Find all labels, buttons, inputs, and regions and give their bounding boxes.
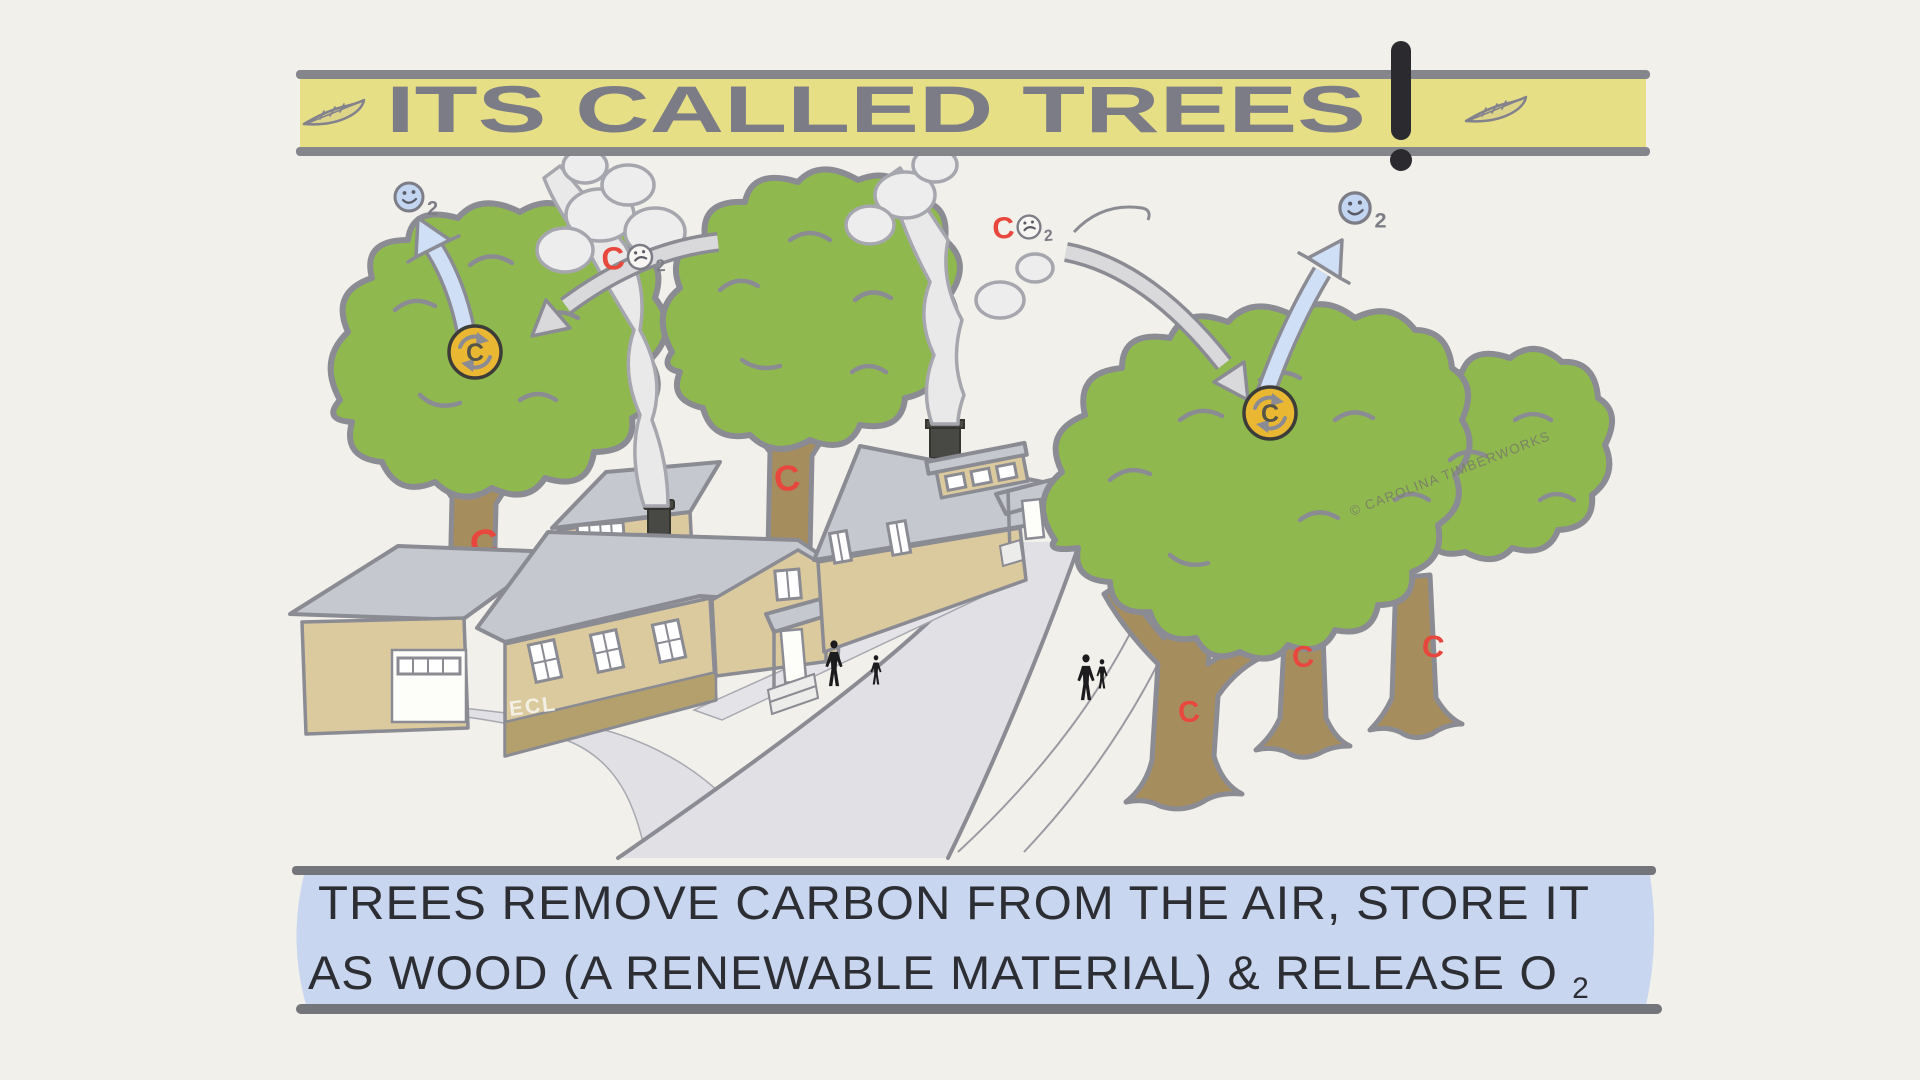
banner-title: ITS CALLED TREES xyxy=(386,72,1366,146)
exclamation-mark xyxy=(1390,41,1412,171)
main-window-2 xyxy=(588,627,626,675)
o2-arrow-right xyxy=(1254,238,1351,402)
co2-arrow-right xyxy=(1063,242,1250,402)
trunk-carbon-marking: C xyxy=(1177,695,1201,730)
smoke-puff xyxy=(535,226,595,274)
banner-top-line xyxy=(296,70,1650,79)
main-window-3 xyxy=(650,617,688,665)
carbon-coin-right xyxy=(1242,385,1298,441)
main-base-band xyxy=(503,670,718,758)
house-back-left-roof xyxy=(550,460,722,530)
main-window-1 xyxy=(526,637,564,685)
carbon-flow-annotations xyxy=(393,181,1389,441)
caption-bottom-line xyxy=(296,1004,1662,1014)
rear-porch-post xyxy=(1006,490,1012,554)
smoke-swoosh-stroke xyxy=(1072,205,1151,234)
smoke-puff xyxy=(873,170,937,220)
road xyxy=(618,542,1080,858)
caption-top-line xyxy=(292,866,1656,875)
smoke-puff xyxy=(600,163,656,207)
gable-window xyxy=(773,567,803,602)
top-banner: ITS CALLED TREES xyxy=(296,41,1650,171)
rear-front-wall xyxy=(816,526,1028,654)
smoke-right xyxy=(844,146,1055,426)
smoke-puff xyxy=(974,280,1026,320)
rear-dormer xyxy=(924,440,1030,500)
foliage-squiggle xyxy=(717,230,894,375)
trees-right: C C C © CAROLINA TIMBERWORKS xyxy=(1040,301,1615,812)
smoke-puff xyxy=(1015,252,1055,284)
rear-chimney xyxy=(929,423,961,459)
road-right-curb xyxy=(946,540,1082,860)
tree-right-mid-trunk xyxy=(1253,583,1353,760)
banner-bottom-line xyxy=(296,147,1650,156)
trunk-carbon-marking: C xyxy=(1290,640,1315,675)
house-rear xyxy=(812,419,1187,654)
rear-steps xyxy=(998,538,1025,568)
carbon-coin-left xyxy=(447,324,503,380)
caption-line-2: AS WOOD (A RENEWABLE MATERIAL) & RELEASE… xyxy=(308,946,1590,1005)
caption-line-1: TREES REMOVE CARBON FROM THE AIR, STORE … xyxy=(318,876,1590,929)
o2-arrow-left xyxy=(406,216,477,335)
banner-fill xyxy=(300,79,1646,148)
trunk-carbon-marking: C xyxy=(772,456,802,499)
caption-o2-subscript: 2 xyxy=(1572,972,1590,1005)
rear-window-2 xyxy=(885,518,913,558)
garage-door xyxy=(390,648,468,724)
smoke-puff xyxy=(844,204,896,246)
front-door xyxy=(779,627,808,685)
caption-banner: TREES REMOVE CARBON FROM THE AIR, STORE … xyxy=(292,866,1662,1014)
rear-window-1 xyxy=(827,528,854,565)
trunk-carbon-marking: C xyxy=(1421,628,1446,664)
tree-right-far-trunk xyxy=(1367,572,1465,740)
caption-line-2-text: AS WOOD (A RENEWABLE MATERIAL) & RELEASE… xyxy=(308,946,1558,999)
caption-fill xyxy=(296,875,1655,1005)
house-main: ECL xyxy=(288,499,848,758)
